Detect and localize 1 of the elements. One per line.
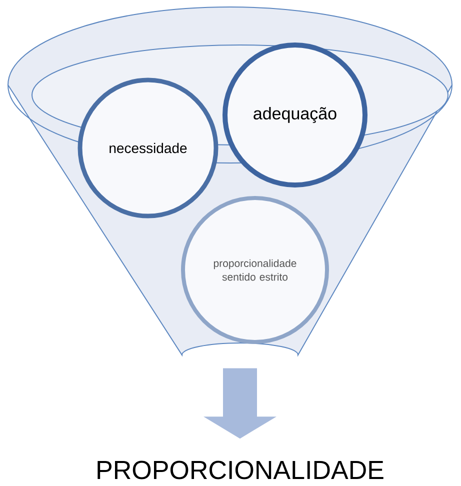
result-text: PROPORCIONALIDADE <box>98 460 384 480</box>
